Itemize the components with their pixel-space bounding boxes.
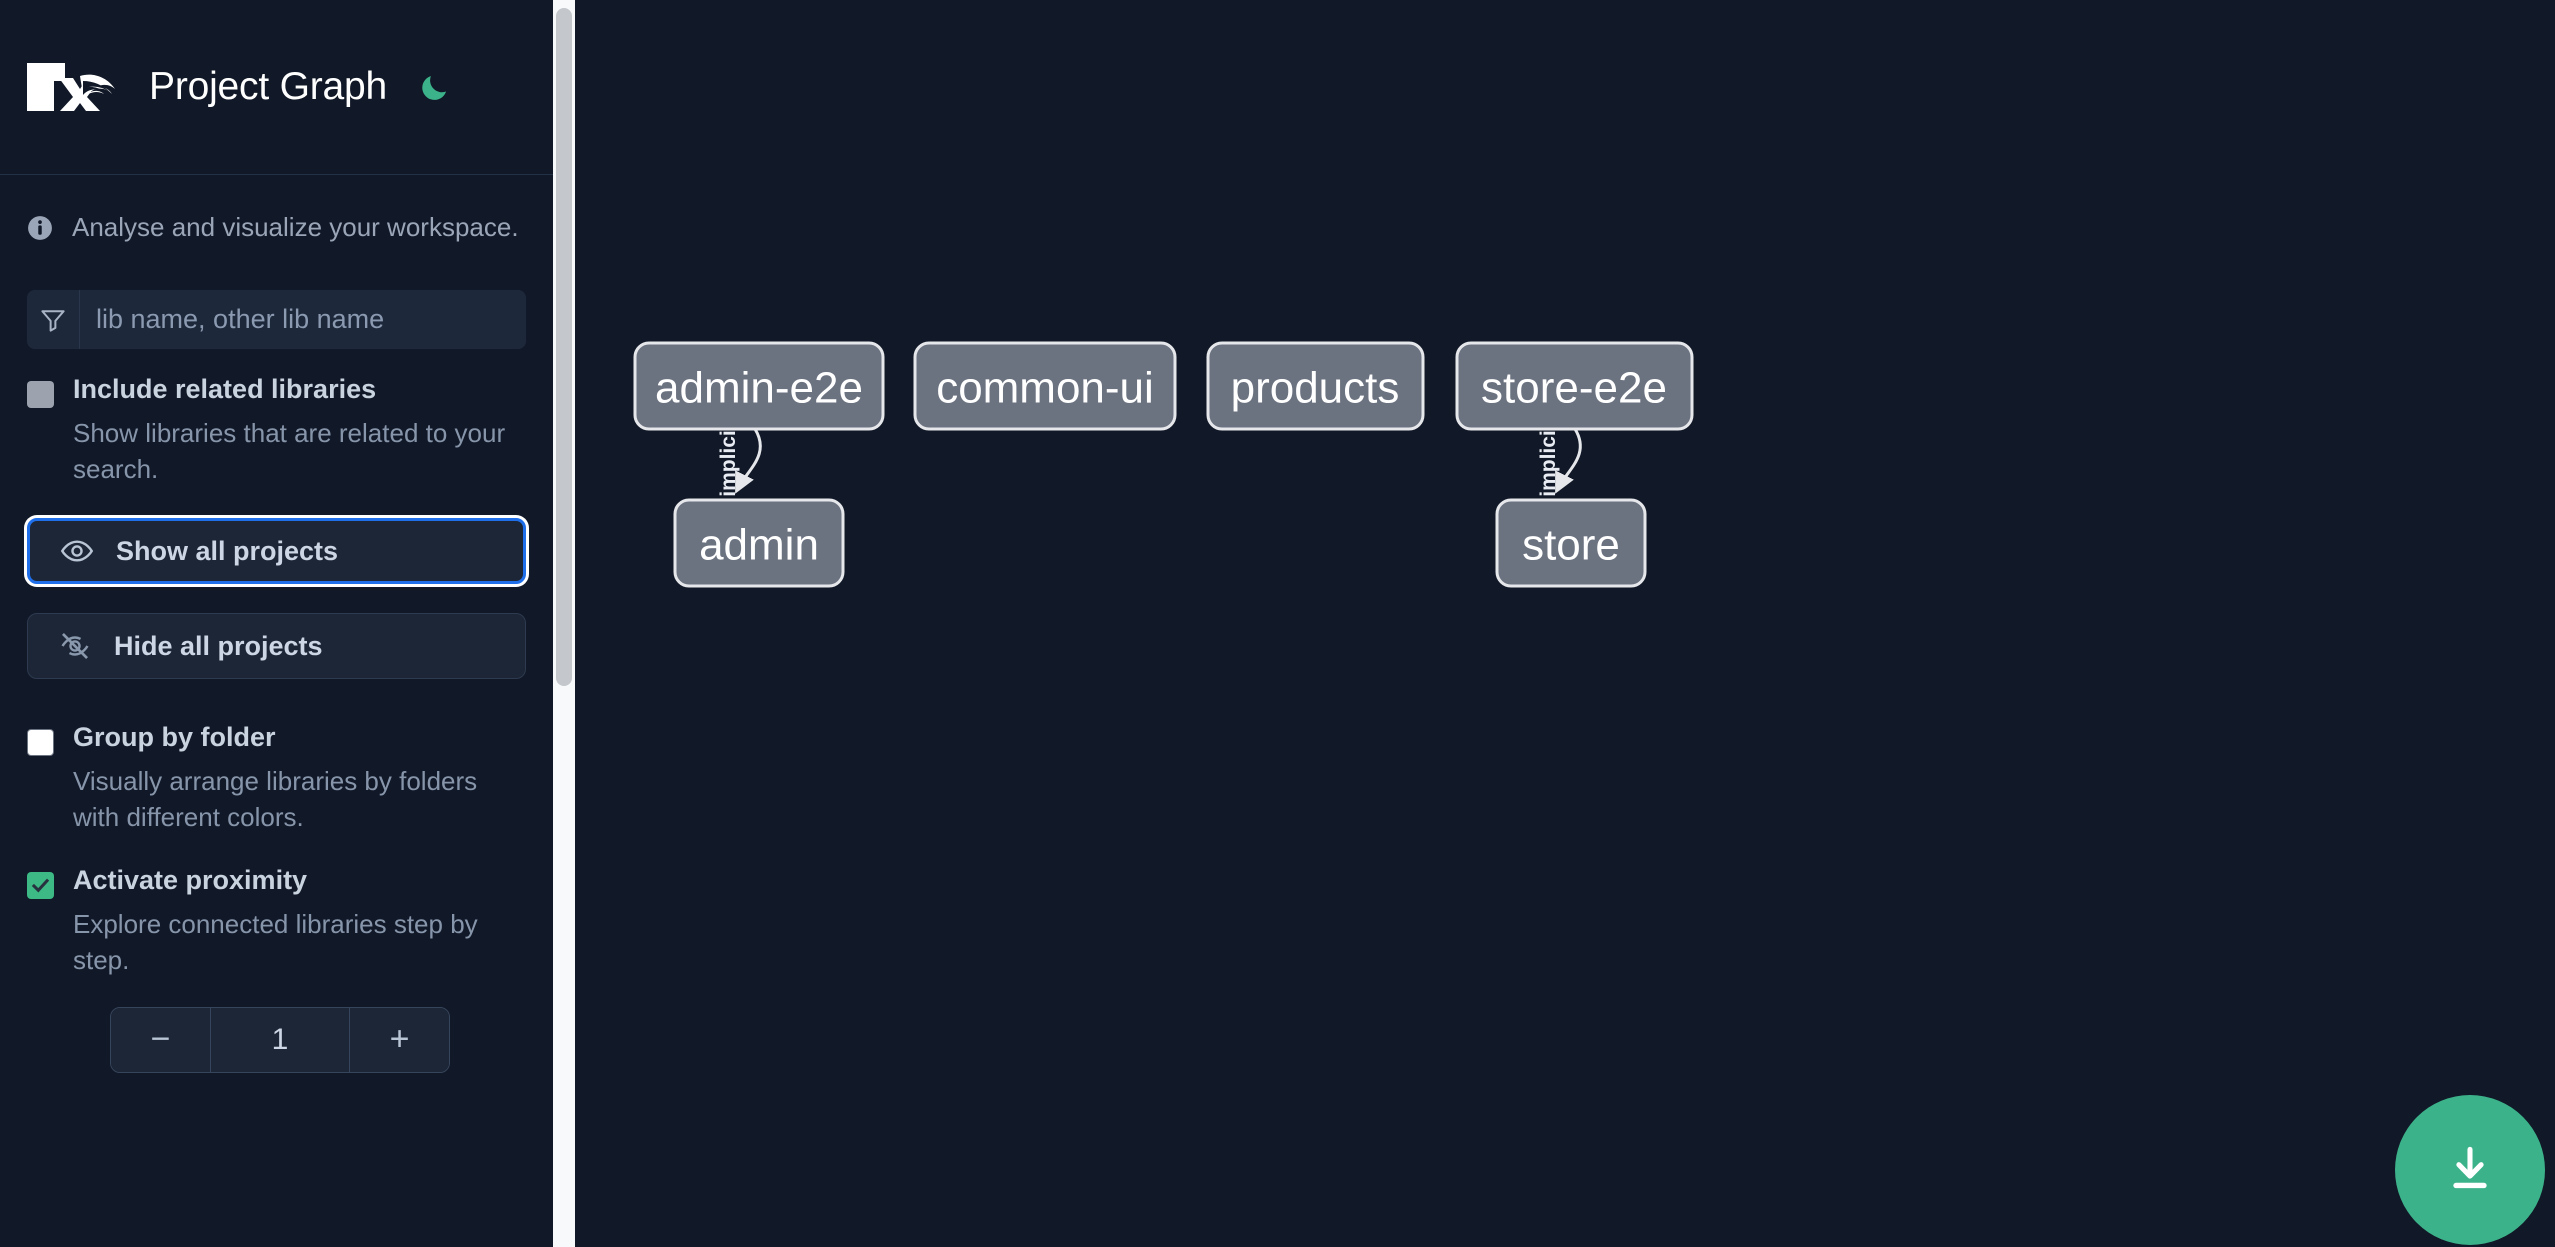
nx-logo-icon (27, 63, 115, 111)
activate-proximity-checkbox[interactable] (27, 872, 54, 900)
sidebar-scrollbar-thumb[interactable] (556, 8, 572, 686)
filter-icon (27, 290, 80, 349)
graph-edges: implicit implicit (717, 423, 1582, 497)
graph-node-admin[interactable]: admin (673, 498, 845, 588)
hide-all-projects-button[interactable]: Hide all projects (27, 613, 526, 680)
edge-admin-e2e-to-admin (735, 428, 762, 494)
group-by-folder-checkbox[interactable] (27, 729, 54, 757)
sidebar: Project Graph Analyse and visualize your… (0, 0, 553, 1247)
option-include-related-libraries[interactable]: Include related libraries Show libraries… (0, 376, 553, 487)
node-label: store-e2e (1481, 364, 1667, 413)
option-label: Activate proximity (73, 865, 308, 896)
download-graph-button[interactable] (2395, 1095, 2545, 1245)
option-description: Visually arrange libraries by folders wi… (73, 766, 478, 832)
proximity-increment-button[interactable]: + (349, 1007, 449, 1072)
eye-icon (60, 534, 94, 568)
option-label: Group by folder (73, 722, 276, 753)
search-input[interactable] (80, 290, 526, 349)
proximity-decrement-button[interactable]: − (111, 1007, 211, 1072)
node-label: admin-e2e (655, 364, 863, 413)
hide-all-projects-label: Hide all projects (114, 630, 323, 661)
proximity-stepper: − 1 + (110, 1006, 450, 1073)
proximity-value: 1 (211, 1007, 349, 1072)
edge-label-implicit: implicit (717, 423, 740, 497)
graph-node-products[interactable]: products (1206, 341, 1425, 431)
option-description: Explore connected libraries step by step… (73, 909, 478, 976)
search-filter (27, 290, 526, 349)
graph-node-admin-e2e[interactable]: admin-e2e (633, 341, 885, 431)
sidebar-header: Project Graph (0, 0, 553, 175)
edge-label-implicit: implicit (1537, 423, 1560, 497)
node-label: common-ui (936, 364, 1154, 413)
graph-canvas[interactable]: implicit implicit admin-e2e admin common… (575, 0, 2555, 1247)
option-description: Show libraries that are related to your … (73, 418, 506, 484)
option-group-by-folder[interactable]: Group by folder Visually arrange librari… (0, 724, 553, 835)
node-label: products (1231, 364, 1400, 413)
workspace-info: Analyse and visualize your workspace. (0, 175, 553, 280)
option-label: Include related libraries (73, 374, 377, 404)
project-graph-svg: implicit implicit admin-e2e admin common… (633, 341, 1694, 588)
node-label: store (1522, 521, 1620, 570)
node-label: admin (699, 521, 819, 570)
page-title: Project Graph (149, 65, 388, 108)
show-all-projects-button[interactable]: Show all projects (27, 518, 526, 585)
workspace-info-text: Analyse and visualize your workspace. (72, 212, 519, 242)
include-related-libraries-checkbox[interactable] (27, 381, 54, 408)
show-all-projects-label: Show all projects (116, 535, 339, 566)
graph-node-store[interactable]: store (1495, 498, 1647, 588)
graph-node-store-e2e[interactable]: store-e2e (1455, 341, 1694, 431)
eye-off-icon (58, 629, 92, 663)
option-activate-proximity[interactable]: Activate proximity Explore connected lib… (0, 867, 553, 978)
theme-toggle-moon-icon[interactable] (413, 66, 455, 108)
download-icon (2453, 1146, 2487, 1189)
edge-store-e2e-to-store (1555, 428, 1582, 494)
info-icon (28, 215, 52, 240)
graph-node-common-ui[interactable]: common-ui (913, 341, 1177, 431)
